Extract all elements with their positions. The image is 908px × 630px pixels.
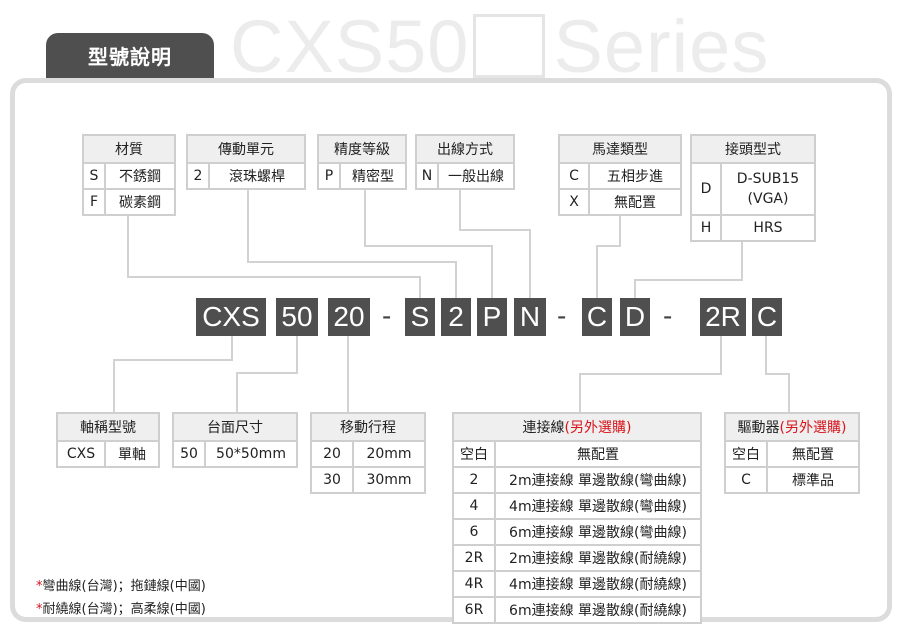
motor-desc: 五相步進: [588, 162, 682, 190]
cable-desc: 6m連接線 單邊散線(耐繞線): [494, 596, 702, 624]
code-dash: -: [557, 300, 567, 331]
cable-code: 6R: [452, 596, 496, 624]
connector-code: D: [690, 162, 722, 216]
material-code: F: [82, 188, 106, 216]
stroke-title: 移動行程: [310, 412, 426, 442]
cable-code: 空白: [452, 440, 496, 468]
connector-desc: D-SUB15 (VGA): [720, 162, 816, 216]
cable-desc: 無配置: [494, 440, 702, 468]
stroke-desc: 20mm: [352, 440, 426, 468]
accuracy-title: 精度等級: [317, 134, 407, 164]
motor-code: C: [558, 162, 590, 190]
motor-desc: 無配置: [588, 188, 682, 216]
motor-title: 馬達類型: [558, 134, 682, 164]
code-dash: -: [663, 300, 673, 331]
code-size: 50: [276, 298, 318, 336]
footnote-text: 耐繞線(台灣)；高柔線(中國): [42, 602, 206, 617]
blank-box: [473, 14, 546, 79]
driver-code: C: [724, 466, 768, 494]
code-dash: -: [382, 300, 392, 331]
material-code: S: [82, 162, 106, 190]
stroke-code: 30: [310, 466, 354, 494]
series-prefix: CXS50: [230, 5, 470, 88]
table-size-title: 台面尺寸: [172, 412, 298, 442]
code-material: S: [405, 298, 435, 336]
table-size-desc: 50*50mm: [204, 440, 298, 468]
cable-code: 2: [452, 466, 496, 494]
connector-code: H: [690, 214, 722, 242]
driver-desc: 標準品: [766, 466, 860, 494]
footnote: *耐繞線(台灣)；高柔線(中國): [36, 598, 206, 617]
driver-title-cell: 驅動器(另外選購): [724, 412, 860, 442]
footnote: *彎曲線(台灣)；拖鏈線(中國): [36, 575, 206, 594]
driver-title: 驅動器: [737, 420, 780, 436]
cable-desc: 2m連接線 單邊散線(耐繞線): [494, 544, 702, 572]
code-accuracy: P: [477, 298, 507, 336]
connector-desc: HRS: [720, 214, 816, 242]
cable-code: 4: [452, 492, 496, 520]
axis-title: 軸稱型號: [56, 412, 160, 442]
stroke-desc: 30mm: [352, 466, 426, 494]
drive-title: 傳動單元: [186, 134, 306, 164]
outlet-desc: 一般出線: [437, 162, 515, 190]
driver-title-note: (另外選購): [779, 420, 847, 436]
code-motor: C: [582, 298, 612, 336]
footnote-star: *: [36, 579, 43, 594]
series-title: CXS50 Series: [230, 2, 769, 92]
page-title: 型號說明: [46, 33, 214, 78]
outlet-title: 出線方式: [415, 134, 515, 164]
driver-code: 空白: [724, 440, 768, 468]
code-driver: C: [752, 298, 782, 336]
motor-code: X: [558, 188, 590, 216]
axis-desc: 單軸: [104, 440, 160, 468]
material-title: 材質: [82, 134, 176, 164]
cable-desc: 4m連接線 單邊散線(耐繞線): [494, 570, 702, 598]
code-cable: 2R: [700, 298, 746, 336]
cable-desc: 4m連接線 單邊散線(彎曲線): [494, 492, 702, 520]
driver-desc: 無配置: [766, 440, 860, 468]
drive-desc: 滾珠螺桿: [208, 162, 306, 190]
code-outlet: N: [514, 298, 546, 336]
footnote-star: *: [36, 602, 43, 617]
cable-desc: 2m連接線 單邊散線(彎曲線): [494, 466, 702, 494]
table-size-code: 50: [172, 440, 206, 468]
cable-code: 6: [452, 518, 496, 546]
axis-code: CXS: [56, 440, 106, 468]
footnote-text: 彎曲線(台灣)；拖鏈線(中國): [42, 579, 206, 594]
stroke-code: 20: [310, 440, 354, 468]
cable-title-note: (另外選購): [564, 420, 632, 436]
cable-title: 連接線: [522, 420, 565, 436]
material-desc: 不銹鋼: [104, 162, 176, 190]
accuracy-desc: 精密型: [339, 162, 407, 190]
cable-desc: 6m連接線 單邊散線(彎曲線): [494, 518, 702, 546]
series-suffix: Series: [553, 5, 770, 88]
material-desc: 碳素鋼: [104, 188, 176, 216]
drive-code: 2: [186, 162, 210, 190]
connector-title: 接頭型式: [690, 134, 816, 164]
accuracy-code: P: [317, 162, 341, 190]
code-stroke: 20: [328, 298, 370, 336]
code-drive: 2: [441, 298, 471, 336]
code-series: CXS: [196, 298, 266, 336]
outlet-code: N: [415, 162, 439, 190]
cable-code: 4R: [452, 570, 496, 598]
cable-title-cell: 連接線(另外選購): [452, 412, 702, 442]
cable-code: 2R: [452, 544, 496, 572]
code-connector: D: [620, 298, 650, 336]
